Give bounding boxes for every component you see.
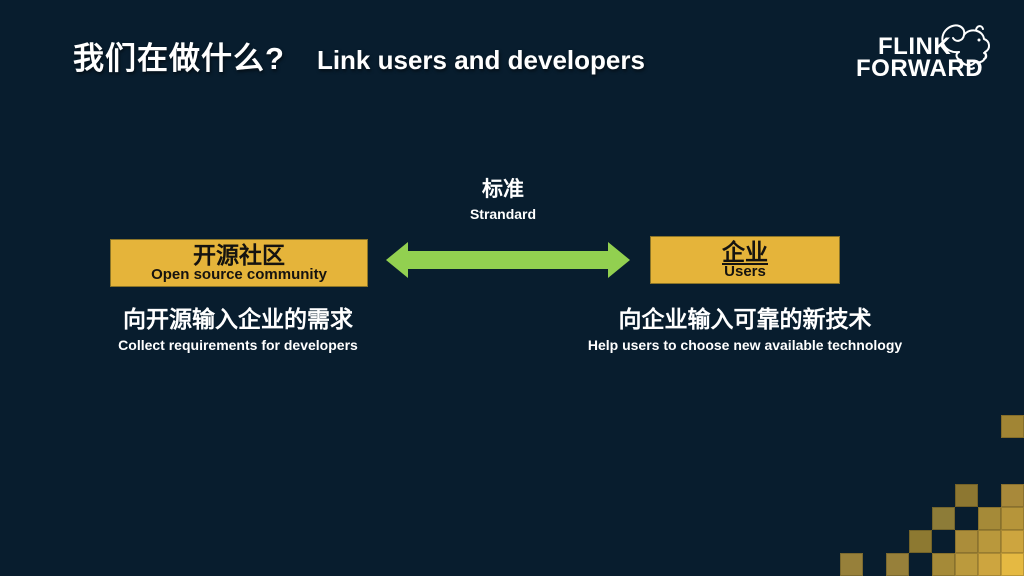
mosaic-cell — [1001, 553, 1024, 576]
mosaic-cell — [1001, 530, 1024, 553]
double-arrow-shape — [386, 242, 630, 278]
users-box: 企业 Users — [650, 236, 840, 284]
mosaic-cell — [932, 507, 955, 530]
pixel-mosaic — [840, 415, 1024, 576]
double-arrow-icon — [386, 240, 630, 280]
mosaic-cell — [840, 553, 863, 576]
mosaic-cell — [1001, 507, 1024, 530]
open-source-community-box-en: Open source community — [151, 265, 327, 283]
mosaic-cell — [1001, 484, 1024, 507]
mosaic-cell — [886, 553, 909, 576]
right-caption-en: Help users to choose new available techn… — [587, 336, 903, 353]
mosaic-cell — [978, 507, 1001, 530]
flink-squirrel-icon — [941, 24, 990, 70]
left-caption-zh: 向开源输入企业的需求 — [123, 306, 353, 332]
standard-label-en: Strandard — [469, 206, 537, 223]
slide-title-en: Link users and developers — [316, 45, 645, 75]
mosaic-cell — [978, 530, 1001, 553]
right-caption-zh: 向企业输入可靠的新技术 — [618, 306, 872, 332]
mosaic-cell — [932, 553, 955, 576]
right-caption: 向企业输入可靠的新技术 Help users to choose new ava… — [552, 305, 938, 353]
left-caption-en: Collect requirements for developers — [118, 336, 358, 353]
mosaic-cell — [909, 530, 932, 553]
open-source-community-box-zh: 开源社区 — [193, 241, 285, 268]
mosaic-cell — [955, 530, 978, 553]
users-box-zh: 企业 — [722, 238, 768, 265]
standard-label-zh: 标准 — [482, 178, 524, 201]
mosaic-cell — [978, 553, 1001, 576]
flink-forward-logo: FLINK FORWARD — [856, 24, 1016, 92]
mosaic-cell — [955, 553, 978, 576]
slide-title-zh: 我们在做什么? — [73, 41, 285, 76]
users-box-en: Users — [724, 262, 766, 280]
slide-title: 我们在做什么? Link users and developers — [73, 33, 645, 78]
left-caption: 向开源输入企业的需求 Collect requirements for deve… — [58, 305, 418, 353]
logo-text-flink: FLINK — [878, 33, 952, 60]
standard-label: 标准 Strandard — [403, 178, 603, 222]
mosaic-cell — [1001, 415, 1024, 438]
open-source-community-box: 开源社区 Open source community — [110, 239, 368, 287]
mosaic-cell — [955, 484, 978, 507]
